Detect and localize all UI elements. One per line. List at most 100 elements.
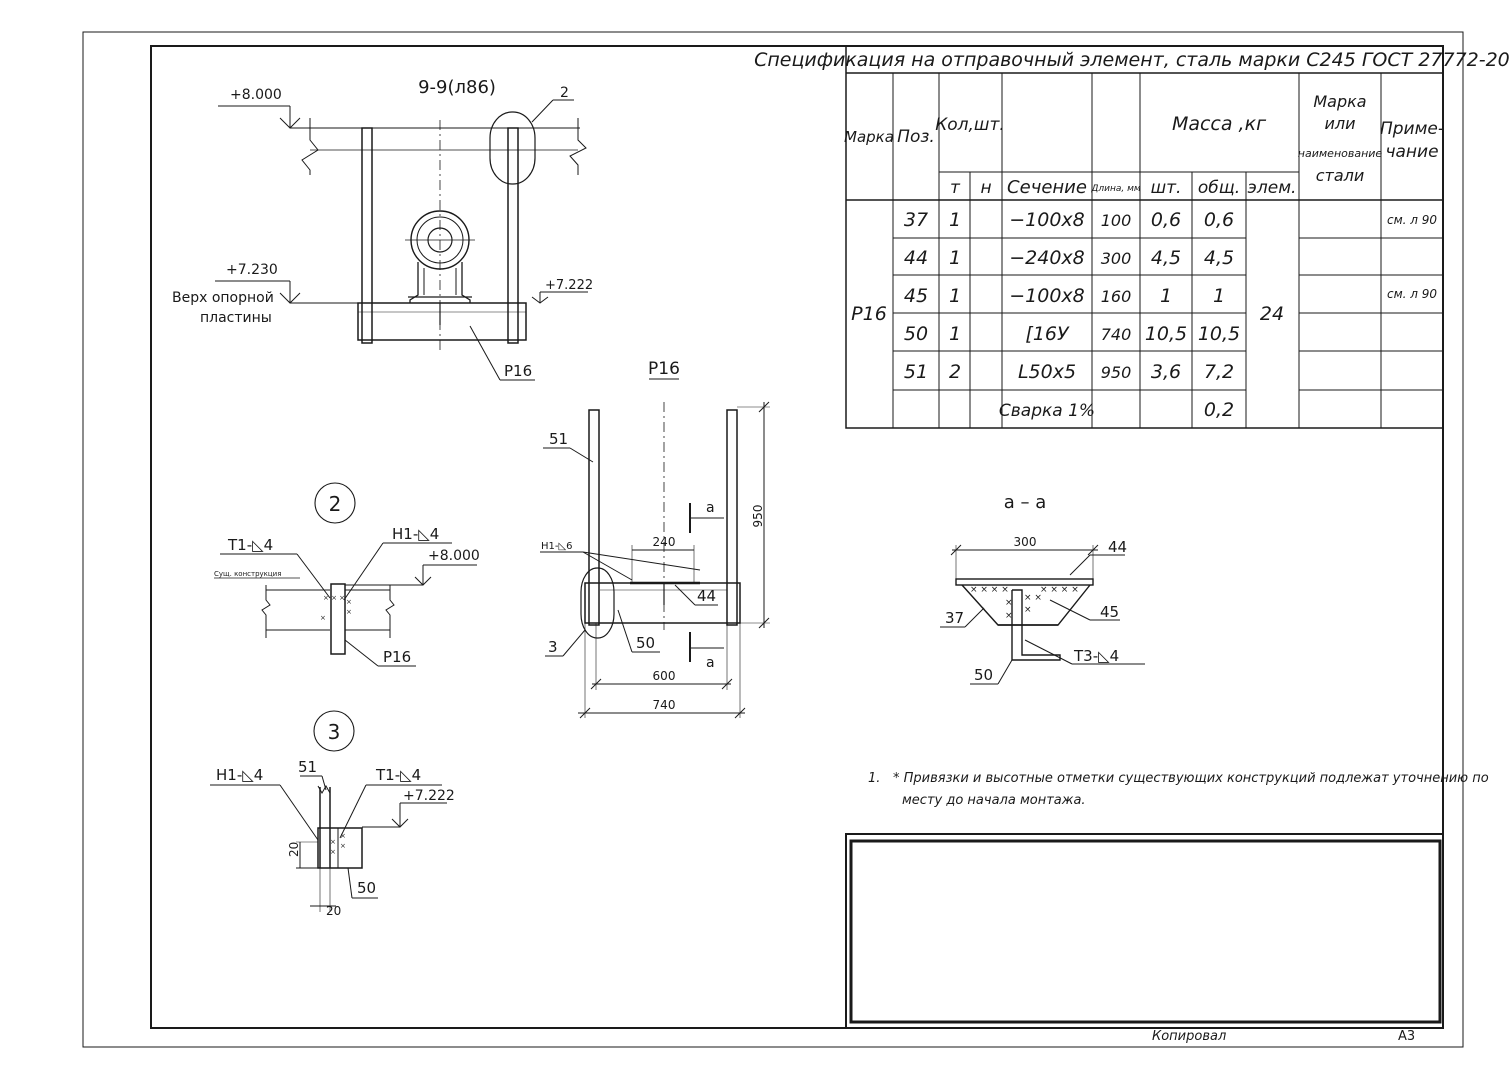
cell-total: 0,6 — [1204, 209, 1234, 231]
detail-2-id: 2 — [329, 492, 342, 516]
aa-weld: Т3-◺4 — [1073, 647, 1119, 665]
cell-sht: 10,5 — [1145, 323, 1187, 345]
note-number: 1. — [868, 771, 880, 786]
cell-total: 10,5 — [1198, 323, 1240, 345]
svg-text:×: × — [330, 838, 336, 846]
mark-label: Р16 — [504, 362, 532, 380]
hdr-steel-1: Марка — [1313, 92, 1366, 111]
spec-row-5: 51 2 L50х5 950 3,6 7,2 — [904, 361, 1234, 383]
svg-text:×: × — [1005, 611, 1013, 621]
section-a-a: a – a 300 44 × × × × × × × × × × × × × 4… — [940, 492, 1145, 685]
svg-text:×: × — [1005, 598, 1013, 608]
section-9-9-title: 9-9(л86) — [418, 77, 496, 98]
cell-poz: 45 — [904, 285, 928, 307]
inner-sheet-frame — [150, 45, 1444, 1029]
detail-3-pos-bottom: 50 — [357, 879, 376, 897]
cell-length: 160 — [1101, 287, 1132, 306]
cell-length: 100 — [1101, 211, 1132, 230]
cell-section: −100х8 — [1009, 209, 1085, 231]
hdr-marka: Марка — [844, 128, 894, 146]
cell-section: −240х8 — [1009, 247, 1085, 269]
p16-dim-600: 600 — [653, 669, 676, 683]
plate-label-2: пластины — [200, 310, 272, 326]
p16-dim-950: 950 — [751, 505, 765, 528]
footer-copied: Копировал — [1152, 1029, 1226, 1044]
hdr-steel-3: наименование — [1298, 147, 1383, 160]
cell-poz: 51 — [904, 361, 928, 383]
p16-pos-3: 3 — [548, 638, 558, 656]
hdr-steel-2: или — [1324, 114, 1355, 133]
detail-2-weld-left: Т1-◺4 — [227, 536, 273, 554]
p16-view: Р16 3 51 Н1-◺6 240 44 — [540, 359, 770, 719]
cell-section: [16У — [1025, 323, 1070, 345]
hdr-kol-t: т — [950, 178, 961, 198]
callout-2: 2 — [560, 85, 569, 101]
hdr-kol-n: н — [980, 178, 991, 198]
p16-cut-a-bottom: a — [706, 655, 715, 671]
p16-pos-51: 51 — [549, 430, 568, 448]
p16-dim-740: 740 — [653, 698, 676, 712]
p16-pos-50: 50 — [636, 634, 655, 652]
spec-row-2: 44 1 −240х8 300 4,5 4,5 — [904, 247, 1234, 269]
hdr-poz: Поз. — [897, 127, 935, 147]
hdr-kol: Кол,шт. — [935, 115, 1005, 135]
aa-dim-300: 300 — [1014, 535, 1037, 549]
cell-t: 1 — [949, 209, 961, 231]
cell-sht: 1 — [1160, 285, 1172, 307]
p16-title: Р16 — [648, 359, 680, 379]
spec-row-6: Сварка 1% 0,2 — [999, 399, 1234, 421]
spec-row-4: 50 1 [16У 740 10,5 10,5 — [904, 323, 1240, 345]
plate-label-1: Верх опорной — [172, 290, 274, 306]
p16-cut-a-top: a — [706, 500, 715, 516]
cell-poz: 37 — [904, 209, 928, 231]
title-block — [845, 833, 1444, 1029]
cell-t: 1 — [949, 285, 961, 307]
cell-t: 2 — [949, 361, 961, 383]
detail-2-exist-label: Сущ. конструкция — [214, 570, 281, 578]
detail-3-weld-right: Т1-◺4 — [375, 766, 421, 784]
spec-elem-mass: 24 — [1260, 303, 1284, 325]
hdr-mass-elem: элем. — [1248, 178, 1297, 198]
footer-format: А3 — [1398, 1029, 1415, 1044]
cell-length: 300 — [1101, 249, 1132, 268]
note-line-2: месту до начала монтажа. — [902, 793, 1086, 808]
svg-text:×: × — [346, 598, 352, 606]
detail-3-pos-top: 51 — [298, 758, 317, 776]
aa-pos-37: 37 — [945, 609, 964, 627]
cell-sht: 0,6 — [1151, 209, 1181, 231]
p16-dim-240: 240 — [653, 535, 676, 549]
cell-sht: 4,5 — [1151, 247, 1181, 269]
cell-section: Сварка 1% — [999, 401, 1095, 421]
detail-3-dim-v: 20 — [287, 842, 301, 857]
p16-weld: Н1-◺6 — [541, 541, 573, 552]
svg-text:× × ×: × × × — [323, 594, 345, 602]
cell-section: L50х5 — [1018, 361, 1076, 383]
note-line-1: * Привязки и высотные отметки существующ… — [893, 771, 1489, 786]
svg-text:× ×: × × — [1024, 593, 1042, 603]
spec-title: Спецификация на отправочный элемент, ста… — [754, 49, 1510, 71]
detail-2-weld-right: Н1-◺4 — [392, 525, 439, 543]
aa-pos-50: 50 — [974, 666, 993, 684]
aa-pos-44: 44 — [1108, 538, 1127, 556]
cell-poz: 44 — [904, 247, 928, 269]
spec-row-1: 37 1 −100х8 100 0,6 0,6 см. л 90 — [904, 209, 1437, 231]
svg-text:×: × — [330, 848, 336, 856]
spec-mark: Р16 — [851, 303, 887, 325]
elev-mid: +7.230 — [226, 262, 278, 278]
cell-poz: 50 — [904, 323, 928, 345]
detail-3-weld-left: Н1-◺4 — [216, 766, 263, 784]
section-a-a-title: a – a — [1004, 492, 1047, 513]
detail-3-elev: +7.222 — [403, 788, 455, 804]
svg-text:× × × ×: × × × × — [1040, 585, 1079, 595]
svg-text:× × × ×: × × × × — [970, 585, 1009, 595]
section-9-9-view: 9-9(л86) +8.000 2 — [172, 77, 593, 381]
hdr-steel-4: стали — [1316, 166, 1365, 185]
detail-3-id: 3 — [328, 720, 341, 744]
cell-length: 950 — [1101, 363, 1132, 382]
svg-text:×: × — [346, 608, 352, 616]
hdr-note-2: чание — [1385, 142, 1438, 162]
spec-row-3: 45 1 −100х8 160 1 1 см. л 90 — [904, 285, 1437, 307]
hdr-mass-sht: шт. — [1151, 178, 1182, 198]
specification-table: Спецификация на отправочный элемент, ста… — [754, 45, 1510, 429]
